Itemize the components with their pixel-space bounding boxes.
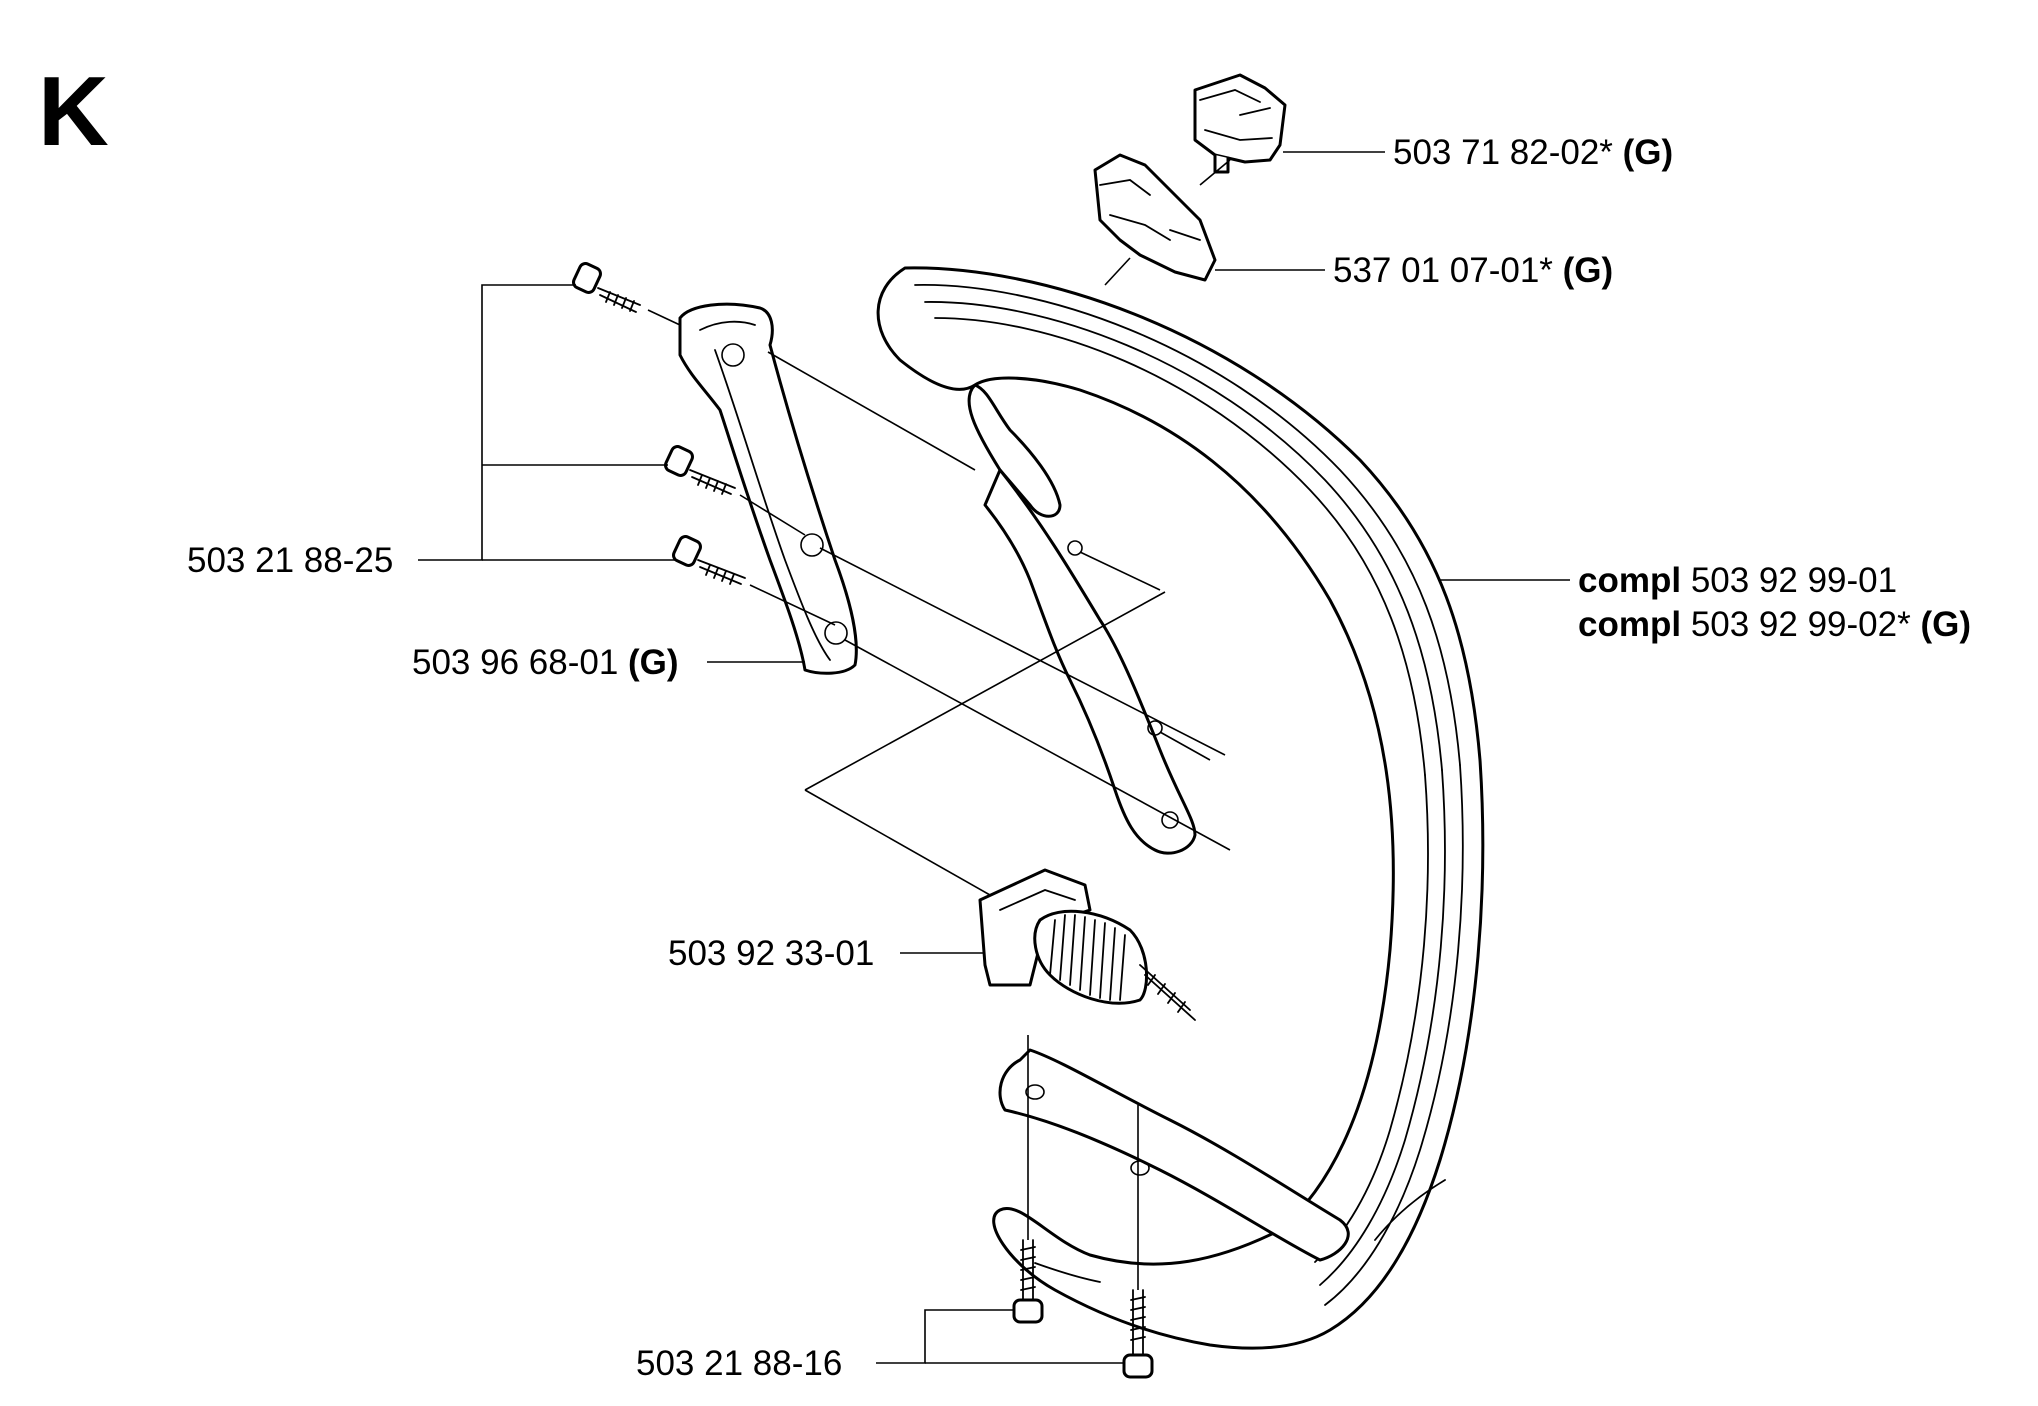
part-prefix: compl xyxy=(1578,561,1682,600)
callout-handle-compl-2: compl 503 92 99-02* (G) xyxy=(1578,607,1971,642)
front-handle xyxy=(876,266,1485,1350)
callout-handle-compl-1: compl 503 92 99-01 xyxy=(1578,563,1897,598)
switch-lower-part xyxy=(1093,153,1217,282)
part-number: 503 71 82-02* xyxy=(1393,133,1613,172)
part-number: 503 92 99-01 xyxy=(1690,561,1898,600)
part-number: 503 21 88-16 xyxy=(636,1344,843,1383)
handle-leg xyxy=(983,468,1197,855)
part-number: 503 92 33-01 xyxy=(668,934,875,973)
screw-3 xyxy=(672,535,746,585)
section-letter: K xyxy=(38,56,109,166)
bottom-screw-1 xyxy=(1012,1239,1044,1324)
part-number: 537 01 07-01* xyxy=(1333,251,1553,290)
part-suffix: (G) xyxy=(1920,605,1972,644)
callout-damper-spring: 503 92 33-01 xyxy=(668,936,874,971)
callout-switch-top: 503 71 82-02* (G) xyxy=(1393,135,1673,170)
part-suffix: (G) xyxy=(1562,251,1614,290)
part-number: 503 96 68-01 xyxy=(412,643,619,682)
part-suffix: (G) xyxy=(1622,133,1674,172)
switch-top-part xyxy=(1193,73,1287,174)
damper-spring-part xyxy=(978,868,1196,1021)
callout-bottom-screws: 503 21 88-16 xyxy=(636,1346,842,1381)
lower-plate xyxy=(998,1048,1350,1262)
callout-switch-lower: 537 01 07-01* (G) xyxy=(1333,253,1613,288)
part-number: 503 21 88-25 xyxy=(187,541,394,580)
part-prefix: compl xyxy=(1578,605,1682,644)
callout-bracket: 503 96 68-01 (G) xyxy=(412,645,679,680)
assembly-lines xyxy=(647,159,1231,1290)
screw-2 xyxy=(664,445,736,495)
leader-lines xyxy=(418,151,1570,1364)
bottom-screw-2 xyxy=(1122,1289,1154,1379)
part-suffix: (G) xyxy=(628,643,679,682)
part-number: 503 92 99-02* xyxy=(1690,605,1911,644)
screw-1 xyxy=(572,262,641,313)
bracket-part xyxy=(678,302,858,675)
callout-bracket-screws: 503 21 88-25 xyxy=(187,543,393,578)
